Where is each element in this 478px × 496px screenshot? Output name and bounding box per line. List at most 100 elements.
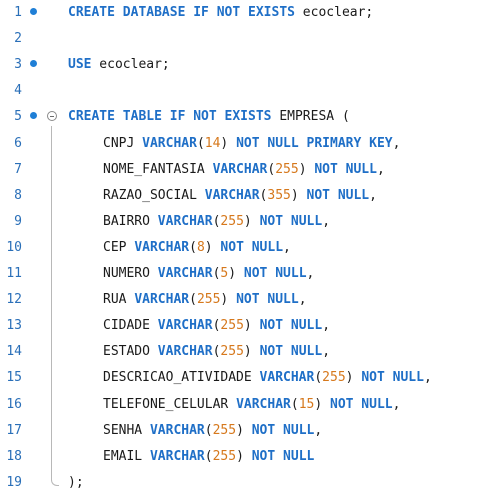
code-line[interactable]: 9 BAIRRO VARCHAR(255) NOT NULL, [0,209,478,235]
sql-keyword: VARCHAR [157,213,213,229]
sql-text: TELEFONE_CELULAR [103,396,237,412]
code-line[interactable]: 16 TELEFONE_CELULAR VARCHAR(15) NOT NULL, [0,392,478,418]
code-text: TELEFONE_CELULAR VARCHAR(15) NOT NULL, [103,392,400,418]
line-number: 11 [6,266,22,281]
line-number: 1 [14,5,22,20]
line-number: 2 [14,31,22,47]
sql-text: ) [243,213,260,229]
line-number: 15 [6,370,22,386]
line-number: 6 [14,135,22,151]
sql-text: SENHA [103,422,150,438]
code-text: CNPJ VARCHAR(14) NOT NULL PRIMARY KEY, [103,131,400,157]
line-number: 19 [6,474,22,490]
code-text: ); [68,470,84,496]
sql-text: , [392,396,401,412]
statement-marker-icon[interactable] [30,112,37,120]
sql-text: ) [345,370,362,386]
sql-text: NOME_FANTASIA [103,161,213,177]
sql-number: 255 [220,213,244,229]
sql-text: EMPRESA ( [271,109,350,125]
sql-number: 255 [196,292,221,308]
sql-keyword: VARCHAR [212,161,268,177]
fold-collapse-icon[interactable] [47,111,57,122]
sql-text: ( [204,448,213,464]
sql-text: ( [212,266,221,281]
sql-text: ) [228,266,244,281]
code-line[interactable]: 2 [0,26,478,52]
sql-text: ecoclear; [294,5,374,20]
sql-keyword: CREATE DATABASE IF NOT EXISTS [68,5,295,20]
sql-text: ) [236,422,252,438]
sql-keyword: VARCHAR [142,135,197,151]
statement-marker-icon[interactable] [30,60,37,68]
code-text: CEP VARCHAR(8) NOT NULL, [103,235,291,261]
sql-keyword: VARCHAR [236,396,291,412]
sql-keyword: NOT NULL [361,370,424,386]
fold-guide-line [51,126,52,478]
line-number: 16 [6,396,22,412]
sql-keyword: CREATE TABLE IF NOT EXISTS [68,109,272,125]
sql-text: ( [259,187,268,203]
sql-text: ( [189,239,197,255]
sql-text: DESCRICAO_ATIVIDADE [103,370,260,386]
line-number: 7 [14,161,22,177]
code-text: USE ecoclear; [68,52,170,78]
sql-keyword: NOT NULL [259,344,323,360]
sql-text: ) [298,161,315,177]
sql-text: ecoclear; [91,57,170,73]
sql-text: ( [204,422,213,438]
code-text: CREATE TABLE IF NOT EXISTS EMPRESA ( [68,104,350,130]
code-line[interactable]: 11 NUMERO VARCHAR(5) NOT NULL, [0,261,478,287]
line-number: 4 [14,83,22,99]
sql-keyword: NOT NULL [306,187,370,203]
sql-keyword: NOT NULL [259,213,323,229]
sql-keyword: NOT NULL [236,292,299,308]
sql-text: ); [68,474,84,490]
code-text: NUMERO VARCHAR(5) NOT NULL, [103,261,314,287]
sql-number: 255 [220,318,244,334]
sql-text: RAZAO_SOCIAL [103,187,205,203]
code-line[interactable]: 1 CREATE DATABASE IF NOT EXISTS ecoclear; [0,0,478,26]
code-text: EMAIL VARCHAR(255) NOT NULL [103,444,314,470]
sql-text: ( [212,213,221,229]
code-line[interactable]: 5 CREATE TABLE IF NOT EXISTS EMPRESA ( [0,104,478,130]
statement-marker-icon[interactable] [30,8,37,15]
line-number: 3 [14,57,22,73]
line-number: 14 [6,344,22,360]
sql-keyword: VARCHAR [204,187,260,203]
sql-text: ) [220,292,237,308]
sql-keyword: VARCHAR [157,344,213,360]
sql-text: CEP [103,239,135,255]
code-line[interactable]: 3 USE ecoclear; [0,52,478,78]
line-number: 5 [14,109,22,125]
line-number: 8 [14,187,22,203]
sql-keyword: NOT NULL [259,318,323,334]
sql-text: , [322,318,331,334]
line-number: 13 [6,318,22,334]
sql-number: 14 [204,135,221,151]
fold-end-marker [51,478,59,486]
line-number: 17 [6,422,22,438]
code-line[interactable]: 19); [0,470,478,496]
sql-text: , [423,370,432,386]
code-text: BAIRRO VARCHAR(255) NOT NULL, [103,209,330,235]
sql-text: ( [314,370,323,386]
sql-number: 8 [196,239,205,255]
line-number: 9 [14,213,22,229]
code-line[interactable]: 4 [0,78,478,104]
sql-text: , [283,239,291,255]
code-text: CREATE DATABASE IF NOT EXISTS ecoclear; [68,0,373,26]
sql-keyword: VARCHAR [134,292,190,308]
code-line[interactable]: 6 CNPJ VARCHAR(14) NOT NULL PRIMARY KEY, [0,131,478,157]
sql-text: , [322,344,331,360]
